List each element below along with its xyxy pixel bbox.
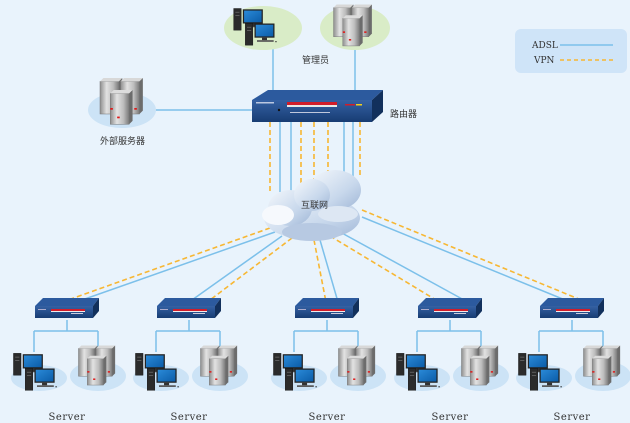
branch-site: Server — [133, 298, 248, 423]
legend-box — [515, 29, 627, 73]
branch-lan-lines — [155, 320, 221, 352]
admin-node: 管理员 — [224, 4, 390, 66]
branch-label: Server — [432, 412, 469, 423]
switch-icon — [295, 298, 359, 318]
branch-site: Server — [394, 298, 509, 423]
cloud-icon — [262, 170, 361, 241]
vpn-line-branch-1 — [67, 227, 271, 301]
branch-label: Server — [554, 412, 591, 423]
branch-lan-lines — [538, 320, 604, 352]
cloud-switch-links — [67, 209, 587, 303]
adsl-line-branch-4 — [339, 231, 465, 301]
branch-sites: Server Server Server Server Server — [11, 298, 630, 423]
branch-site: Server — [516, 298, 630, 423]
branch-label: Server — [49, 412, 86, 423]
vpn-line-branch-3 — [313, 239, 327, 303]
internet-node: 互联网 — [262, 170, 361, 241]
vpn-line-branch-2 — [209, 237, 293, 301]
legend-label-vpn: VPN — [533, 56, 555, 66]
branch-label: Server — [171, 412, 208, 423]
branch-label: Server — [309, 412, 346, 423]
router-cloud-links — [269, 122, 361, 192]
branch-site: Server — [271, 298, 386, 423]
branch-site: Server — [11, 298, 126, 423]
router-node: 路由器 — [252, 90, 417, 122]
adsl-line-branch-2 — [191, 235, 283, 301]
branch-lan-lines — [293, 320, 359, 352]
legend-label-adsl: ADSL — [531, 41, 558, 51]
switch-icon — [418, 298, 482, 318]
vpn-line-branch-5 — [361, 209, 587, 303]
switch-icon — [540, 298, 604, 318]
branch-lan-lines — [416, 320, 482, 352]
router-label: 路由器 — [390, 108, 417, 120]
branch-lan-lines — [33, 320, 99, 352]
switch-icon — [35, 298, 99, 318]
external-server-node: 外部服务器 — [88, 78, 156, 147]
connections — [67, 48, 587, 303]
adsl-line-branch-1 — [81, 231, 276, 301]
adsl-line-branch-3 — [319, 239, 339, 303]
vpn-line-branch-4 — [329, 235, 437, 301]
external-server-label: 外部服务器 — [100, 135, 145, 147]
switch-icon — [157, 298, 221, 318]
internet-label: 互联网 — [301, 200, 328, 211]
admin-label: 管理员 — [302, 54, 329, 66]
adsl-line-branch-5 — [361, 216, 571, 303]
legend: ADSL VPN — [515, 29, 627, 73]
router-icon — [252, 90, 383, 122]
